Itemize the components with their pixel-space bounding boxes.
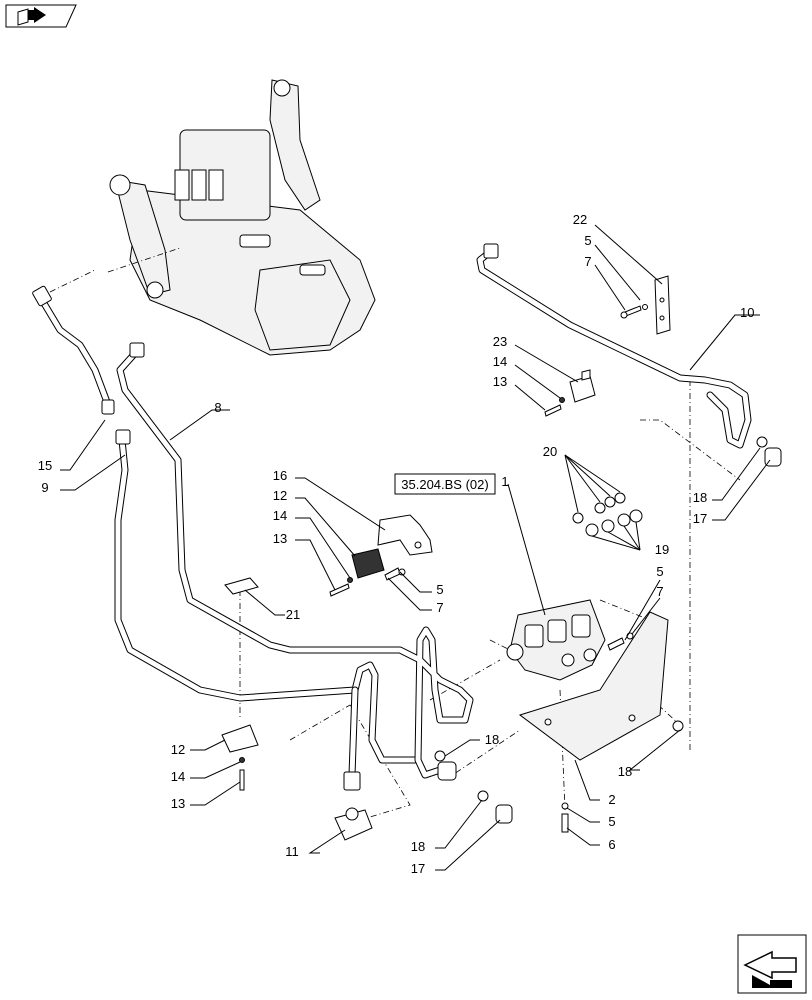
callout-2: 2 [608,792,615,807]
callout-16: 16 [273,468,287,483]
callout-23: 23 [493,334,507,349]
seal-18-elbow[interactable] [434,750,446,762]
callout-7: 7 [584,254,591,269]
reference-label: 35.204.BS (02) [401,477,488,492]
bolt-6[interactable] [561,813,569,833]
pipe-lower[interactable] [343,686,361,791]
support-plate-2[interactable] [518,611,669,761]
clamp-12-lower[interactable] [221,724,259,753]
seal-18-right[interactable] [756,436,768,448]
bolt-13-mid[interactable] [329,583,350,597]
washer-7-mid[interactable] [398,568,406,576]
seals-19[interactable] [585,509,643,537]
callout-17: 17 [693,511,707,526]
seal-18-lower-right[interactable] [672,720,684,732]
bolt-5-valve[interactable] [607,637,625,651]
callout-13: 13 [273,531,287,546]
callout-14: 14 [493,354,507,369]
hose-15[interactable] [32,285,115,415]
callout-19: 19 [655,542,669,557]
callout-10: 10 [740,305,754,320]
callout-21: 21 [286,607,300,622]
callout-5: 5 [656,564,663,579]
callout-20: 20 [543,444,557,459]
callout-7: 7 [436,600,443,615]
callout-12: 12 [171,742,185,757]
callout-7: 7 [656,584,663,599]
callout-5: 5 [436,582,443,597]
book-arrow-icon[interactable] [5,4,77,28]
callout-5: 5 [608,814,615,829]
callout-9: 9 [41,480,48,495]
washer-14-mid[interactable] [347,577,353,583]
reference-box[interactable]: 35.204.BS (02) [394,473,496,495]
callout-18: 18 [485,732,499,747]
fitting-11[interactable] [334,807,373,841]
callout-22: 22 [573,212,587,227]
tractor-rear-housing [109,79,376,356]
bracket-22[interactable] [654,275,671,335]
seal-18-lower[interactable] [477,790,489,802]
orings-20[interactable] [572,492,626,524]
callout-12: 12 [273,488,287,503]
callout-14: 14 [273,508,287,523]
bolt-5-upper[interactable] [620,305,642,319]
callout-18: 18 [411,839,425,854]
elbow-fitting[interactable] [437,761,457,781]
pipe-9[interactable] [114,429,419,764]
callout-1: 1 [501,474,508,489]
bolt-13-lower[interactable] [239,769,245,791]
callouts: 22 5 7 10 23 14 13 8 15 9 20 18 17 16 12… [38,212,755,876]
bracket-16[interactable] [377,514,433,556]
washer-5-lower[interactable] [561,802,569,810]
washer-14-lower[interactable] [239,757,245,763]
callout-5: 5 [584,233,591,248]
plate-21[interactable] [224,577,259,595]
pipe-8[interactable] [116,342,474,779]
clamp-12-upper[interactable] [351,548,385,579]
washer-7-upper[interactable] [642,304,648,310]
bolt-5-mid[interactable] [384,567,401,581]
callout-8: 8 [214,400,221,415]
callout-11: 11 [285,844,299,859]
pipe-10[interactable] [476,243,752,449]
callout-18: 18 [618,764,632,779]
callout-14: 14 [171,769,185,784]
callout-17: 17 [411,861,425,876]
callout-6: 6 [608,837,615,852]
control-valve-1[interactable] [506,599,606,681]
washer-14-upper[interactable] [559,397,565,403]
callout-13: 13 [493,374,507,389]
next-page-arrow-icon[interactable] [737,934,807,994]
clamp-23[interactable] [569,369,596,403]
callout-15: 15 [38,458,52,473]
leader-lines [60,224,771,871]
callout-13: 13 [171,796,185,811]
bolt-13-upper[interactable] [544,404,562,417]
alignment-lines [49,247,741,821]
callout-18: 18 [693,490,707,505]
plug-17-lower[interactable] [495,804,513,824]
